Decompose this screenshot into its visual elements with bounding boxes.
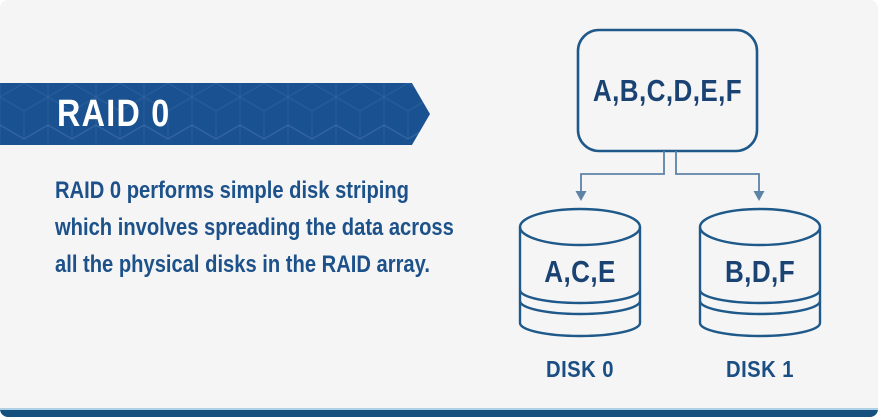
- raid-banner-ribbon: RAID 0: [0, 83, 430, 145]
- disk1-cylinder-icon: [698, 207, 822, 338]
- description-line-1: RAID 0 performs simple disk striping: [55, 177, 410, 204]
- banner-title: RAID 0: [57, 93, 171, 135]
- footer-bar: [0, 408, 878, 417]
- disk1-data-label: B,D,F: [724, 254, 796, 289]
- footer-accent-line: [0, 408, 878, 410]
- connector-to-disk1: [675, 151, 760, 192]
- source-data-box: [576, 28, 759, 153]
- connector-to-disk0: [580, 151, 665, 192]
- footer-main-bar: [0, 410, 878, 417]
- disk1-caption: DISK 1: [726, 356, 794, 382]
- source-data-label: A,B,C,D,E,F: [592, 73, 743, 108]
- description-paragraph: RAID 0 performs simple disk striping whi…: [55, 172, 530, 283]
- description-line-2: which involves spreading the data across: [55, 214, 454, 241]
- disk0-cylinder-icon: [518, 207, 642, 338]
- description-line-3: all the physical disks in the RAID array…: [55, 251, 430, 278]
- arrowhead-disk0-icon: [575, 191, 587, 201]
- disk0-caption: DISK 0: [546, 356, 614, 382]
- arrowhead-disk1-icon: [753, 191, 765, 201]
- hex-cube-pattern-decoration: [0, 83, 430, 145]
- disk0-data-label: A,C,E: [544, 254, 616, 289]
